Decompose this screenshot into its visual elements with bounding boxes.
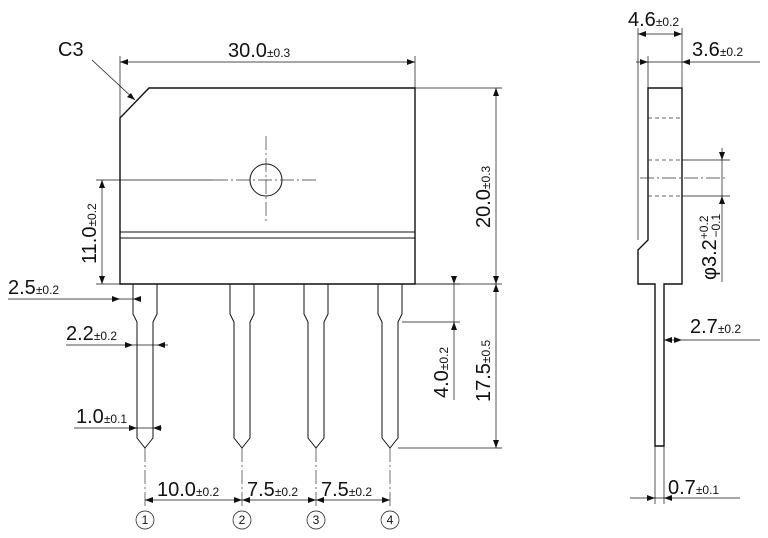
svg-text:2: 2 <box>239 513 246 527</box>
side-body <box>637 87 683 447</box>
package-body <box>119 87 416 285</box>
pin-number-2: 2 <box>232 510 252 530</box>
shoulder-length-label: 4.0±0.2 <box>431 347 453 398</box>
height-dim-label: 20.0±0.3 <box>473 165 495 228</box>
chamfer-leader <box>91 59 136 101</box>
pin-1 <box>132 284 158 449</box>
pitch-2-3-label: 7.5±0.2 <box>247 479 298 501</box>
pin-offset-label: 2.5±0.2 <box>8 277 59 299</box>
front-view: 30.0±0.3 C3 20.0±0.3 11.0±0.2 2.5±0.2 <box>8 39 502 530</box>
pin-4 <box>377 284 403 449</box>
hole-height-label: 11.0±0.2 <box>79 203 101 264</box>
svg-text:1: 1 <box>142 513 149 527</box>
hole-diameter-label: φ3.2+0.2−0.1 <box>697 214 723 281</box>
pin-3 <box>303 284 329 449</box>
lead-position-label: 2.7±0.2 <box>690 316 741 338</box>
body-thickness-label: 3.6±0.2 <box>692 39 743 61</box>
lead-thickness-label: 0.7±0.1 <box>668 477 719 499</box>
lead-length-label: 17.5±0.5 <box>473 339 495 402</box>
width-dim-label: 30.0±0.3 <box>228 40 291 62</box>
pin-number-3: 3 <box>306 510 326 530</box>
total-thickness-label: 4.6±0.2 <box>628 9 679 31</box>
pitch-1-2-label: 10.0±0.2 <box>157 479 220 501</box>
tip-width-label: 1.0±0.1 <box>76 406 127 428</box>
pin-number-1: 1 <box>135 510 155 530</box>
side-view: 4.6±0.2 3.6±0.2 φ3.2+0.2−0.1 2.7±0.2 <box>628 9 760 504</box>
pin-2 <box>229 284 255 449</box>
pin-number-4: 4 <box>380 510 400 530</box>
pitch-3-4-label: 7.5±0.2 <box>321 479 372 501</box>
chamfer-label: C3 <box>58 39 84 61</box>
svg-text:4: 4 <box>387 513 394 527</box>
svg-text:3: 3 <box>313 513 320 527</box>
shoulder-width-label: 2.2±0.2 <box>66 323 117 345</box>
